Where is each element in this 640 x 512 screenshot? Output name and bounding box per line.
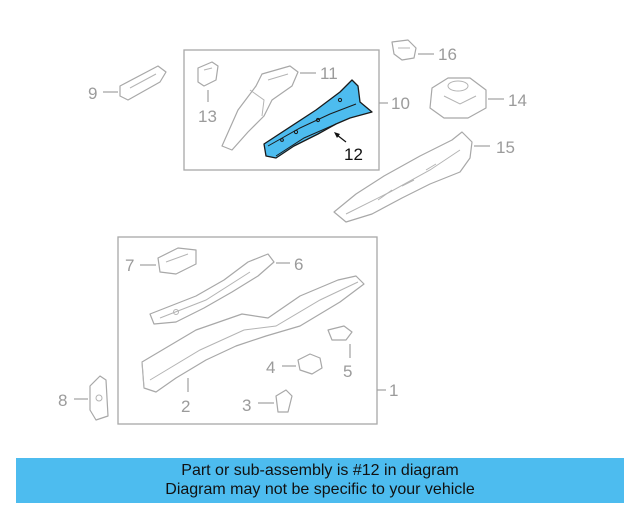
callout-13[interactable]: 13 [198, 107, 217, 126]
callout-3[interactable]: 3 [242, 396, 251, 415]
callout-1[interactable]: 1 [389, 381, 398, 400]
callout-16[interactable]: 16 [438, 45, 457, 64]
part-4-bracket[interactable] [297, 353, 323, 375]
part-14-strut-cap[interactable] [429, 77, 487, 119]
part-7-bracket[interactable] [157, 247, 197, 275]
callout-2[interactable]: 2 [181, 397, 190, 416]
part-12-side-member-highlighted[interactable] [263, 79, 373, 159]
upper-group-box [183, 49, 380, 171]
callout-10[interactable]: 10 [391, 94, 410, 113]
part-15-rear-rail[interactable] [333, 131, 473, 223]
lower-group-box [117, 236, 378, 425]
part-9-rail[interactable] [119, 65, 167, 101]
callout-14[interactable]: 14 [508, 91, 527, 110]
info-line-disclaimer: Diagram may not be specific to your vehi… [165, 481, 475, 498]
part-6-reinforcement[interactable] [149, 253, 275, 325]
callout-6[interactable]: 6 [294, 255, 303, 274]
parts-diagram: 16 9 13 11 12 10 14 [58, 39, 527, 425]
part-3-bracket[interactable] [275, 389, 293, 413]
callout-9[interactable]: 9 [88, 84, 97, 103]
part-8-plate[interactable] [89, 375, 109, 421]
callout-4[interactable]: 4 [266, 358, 275, 377]
part-5-clip[interactable] [327, 325, 353, 341]
callout-15[interactable]: 15 [496, 138, 515, 157]
callout-7[interactable]: 7 [125, 256, 134, 275]
callout-8[interactable]: 8 [58, 391, 67, 410]
callout-11[interactable]: 11 [320, 64, 338, 83]
callout-12[interactable]: 12 [344, 145, 363, 164]
part-11-panel[interactable] [221, 65, 299, 151]
part-16-bracket[interactable] [391, 39, 417, 61]
info-banner: Part or sub-assembly is #12 in diagram D… [16, 458, 624, 503]
part-2-frame-rail[interactable] [141, 275, 365, 393]
info-line-part-number: Part or sub-assembly is #12 in diagram [181, 462, 459, 479]
callout-5[interactable]: 5 [343, 362, 352, 381]
part-13-bracket[interactable] [197, 61, 219, 87]
